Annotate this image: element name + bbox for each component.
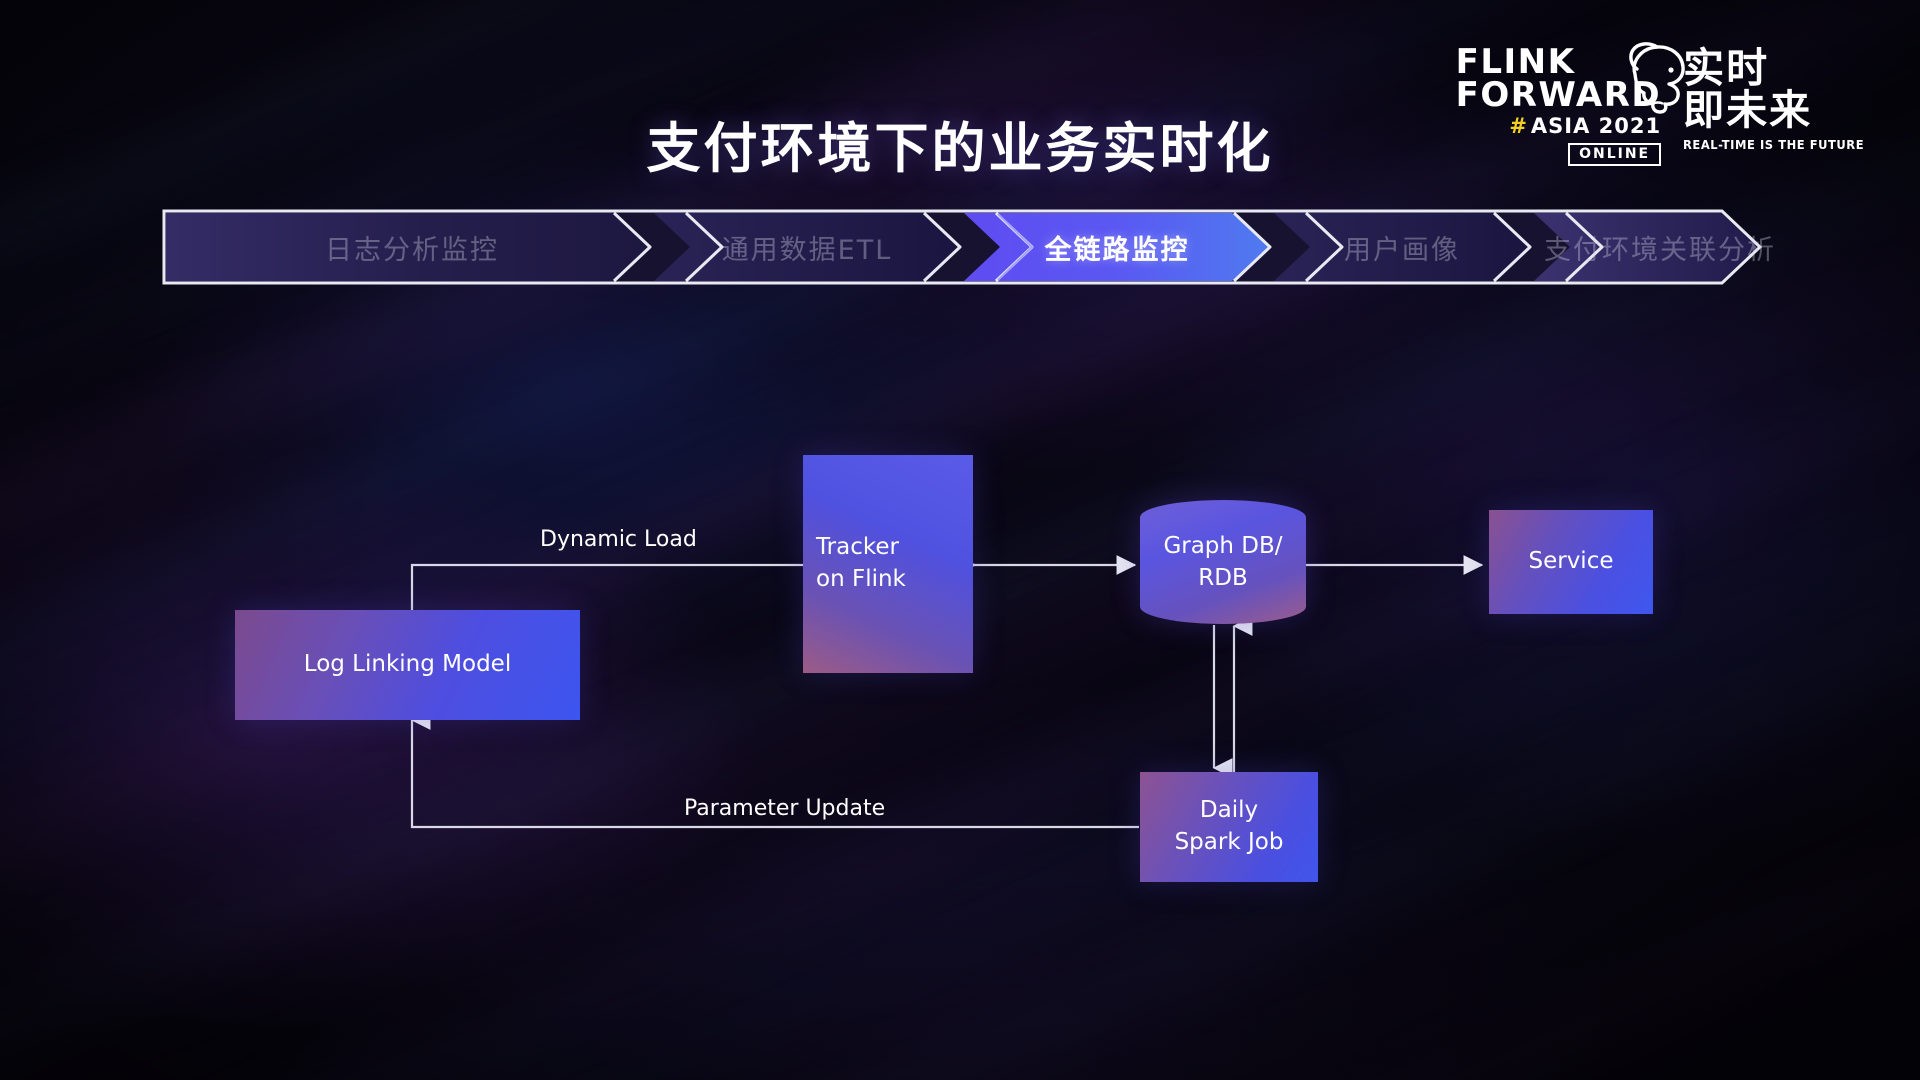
nav-item-user-profile[interactable]: 用户画像 <box>1344 234 1460 266</box>
nav-item-full-link-monitoring[interactable]: 全链路监控 <box>1044 234 1190 266</box>
node-service[interactable]: Service <box>1489 510 1653 614</box>
nav-item-log-analysis[interactable]: 日志分析监控 <box>325 234 499 266</box>
node-graph-db-rdb[interactable]: Graph DB/ RDB <box>1140 500 1306 624</box>
nav-item-data-etl[interactable]: 通用数据ETL <box>721 234 893 266</box>
node-graph-db-line2: RDB <box>1198 565 1248 591</box>
event-logo: FLINK FORWARD # ASIA 2021 ONLINE 实时 即未来 … <box>1455 42 1880 167</box>
node-service-label: Service <box>1528 548 1614 575</box>
logo-online-badge: ONLINE <box>1568 143 1662 167</box>
chevron-progress-nav: 日志分析监控 通用数据ETL 全链路监控 用户画像 支付环境关联分析 <box>162 209 1776 285</box>
edge-label-parameter-update: Parameter Update <box>684 796 886 821</box>
logo-asia-year: ASIA 2021 <box>1530 114 1662 139</box>
node-log-linking-model-label: Log Linking Model <box>303 651 512 678</box>
logo-flink-text: FLINK <box>1455 42 1576 82</box>
node-log-linking-model[interactable]: Log Linking Model <box>235 610 580 720</box>
node-graph-db-line1: Graph DB/ <box>1163 532 1283 559</box>
logo-tagline: REAL-TIME IS THE FUTURE <box>1683 136 1865 152</box>
logo-chinese-lockup: 实时 即未来 REAL-TIME IS THE FUTURE <box>1683 44 1880 152</box>
node-daily-spark-job[interactable]: Daily Spark Job <box>1140 772 1318 882</box>
logo-hash-symbol: # <box>1509 114 1528 139</box>
flink-squirrel-icon <box>1619 40 1689 121</box>
logo-forward-text: FORWARD <box>1455 74 1662 115</box>
logo-cn-line1: 实时 <box>1683 44 1770 92</box>
page-title: 支付环境下的业务实时化 <box>646 117 1274 180</box>
node-tracker-line1: Tracker <box>816 534 899 561</box>
chevron-nav-shapes <box>162 209 1762 285</box>
cylinder-shape <box>1140 500 1306 624</box>
node-tracker-line2: on Flink <box>816 566 906 592</box>
logo-asia-row: # ASIA 2021 <box>1509 114 1661 138</box>
nav-item-payment-correlation[interactable]: 支付环境关联分析 <box>1544 234 1776 266</box>
flink-forward-wordmark: FLINK FORWARD # ASIA 2021 ONLINE <box>1455 42 1685 167</box>
edge-label-dynamic-load: Dynamic Load <box>540 527 697 552</box>
logo-cn-line2: 即未来 <box>1683 85 1813 134</box>
node-daily-spark-line2: Spark Job <box>1174 829 1284 855</box>
node-daily-spark-line1: Daily <box>1199 797 1259 824</box>
node-tracker-on-flink[interactable]: Tracker on Flink <box>803 455 973 673</box>
